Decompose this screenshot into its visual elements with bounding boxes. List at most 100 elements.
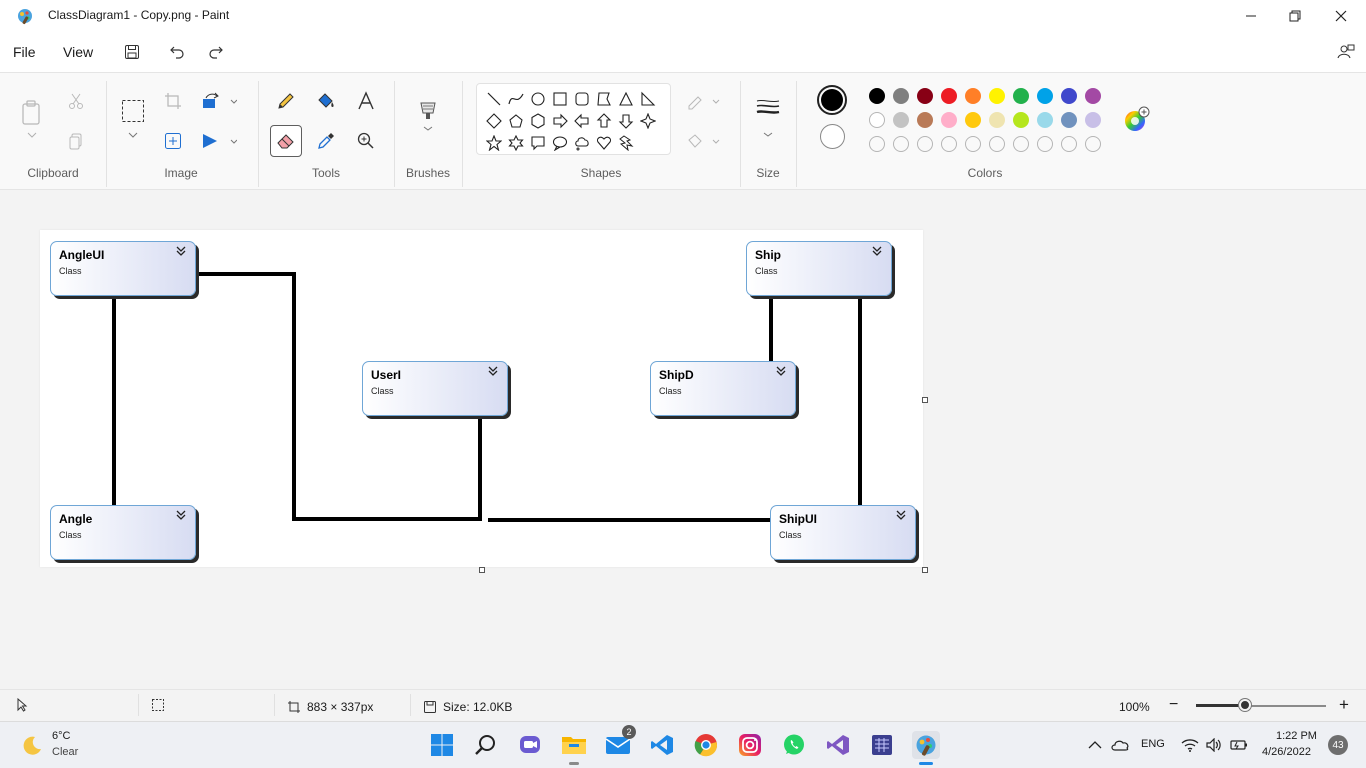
copy-button[interactable] — [60, 125, 92, 157]
eraser-button[interactable] — [270, 125, 302, 157]
line-shape[interactable] — [485, 90, 503, 108]
zoom-slider-track[interactable] — [1196, 705, 1326, 707]
vscode-button[interactable] — [648, 731, 676, 759]
double-chevron-down-icon[interactable] — [775, 365, 787, 377]
visual-studio-button[interactable] — [824, 731, 852, 759]
class-box-ship[interactable]: Ship Class — [746, 241, 892, 296]
class-box-shipd[interactable]: ShipD Class — [650, 361, 796, 416]
curve-shape[interactable] — [507, 90, 525, 108]
custom-color-slot[interactable] — [869, 136, 885, 152]
undo-button[interactable] — [165, 40, 189, 64]
palette-swatch[interactable] — [1037, 112, 1053, 128]
diamond-shape[interactable] — [485, 112, 503, 130]
clock-date[interactable]: 4/26/2022 — [1262, 746, 1311, 758]
double-chevron-down-icon[interactable] — [175, 245, 187, 257]
whatsapp-button[interactable] — [780, 731, 808, 759]
instagram-button[interactable] — [736, 731, 764, 759]
triangle-shape[interactable] — [617, 90, 635, 108]
file-explorer-button[interactable] — [560, 731, 588, 765]
zoom-in-button[interactable]: + — [1339, 695, 1349, 714]
flip-button[interactable] — [197, 125, 241, 157]
five-point-star-shape[interactable] — [485, 134, 503, 152]
zoom-slider-thumb[interactable] — [1239, 699, 1252, 711]
rectangle-shape[interactable] — [551, 90, 569, 108]
palette-swatch[interactable] — [965, 88, 981, 104]
close-button[interactable] — [1318, 0, 1364, 32]
teams-chat-button[interactable] — [516, 731, 544, 759]
paste-button[interactable] — [16, 95, 48, 131]
palette-swatch[interactable] — [893, 112, 909, 128]
show-hidden-icons-button[interactable] — [1084, 731, 1106, 759]
cut-button[interactable] — [60, 85, 92, 117]
paint-taskbar-button[interactable] — [912, 731, 940, 765]
lightning-shape[interactable] — [617, 134, 635, 152]
right-triangle-shape[interactable] — [639, 90, 657, 108]
palette-swatch[interactable] — [965, 112, 981, 128]
palette-swatch[interactable] — [893, 88, 909, 104]
size-button[interactable] — [752, 95, 784, 139]
oval-callout-shape[interactable] — [551, 134, 569, 152]
palette-swatch[interactable] — [1061, 112, 1077, 128]
left-arrow-shape[interactable] — [573, 112, 591, 130]
double-chevron-down-icon[interactable] — [871, 245, 883, 257]
onedrive-button[interactable] — [1108, 731, 1132, 759]
volume-button[interactable] — [1202, 731, 1226, 759]
restore-button[interactable] — [1272, 0, 1318, 32]
up-arrow-shape[interactable] — [595, 112, 613, 130]
palette-swatch[interactable] — [1061, 88, 1077, 104]
minimize-button[interactable] — [1228, 0, 1274, 32]
outline-button[interactable] — [684, 85, 724, 117]
menu-file[interactable]: File — [13, 44, 36, 60]
clock-time[interactable]: 1:22 PM — [1276, 730, 1317, 742]
palette-swatch[interactable] — [1037, 88, 1053, 104]
double-chevron-down-icon[interactable] — [175, 509, 187, 521]
custom-color-slot[interactable] — [1037, 136, 1053, 152]
class-box-angleui[interactable]: AngleUI Class — [50, 241, 196, 296]
mail-button[interactable]: 2 — [604, 725, 636, 759]
palette-swatch[interactable] — [989, 112, 1005, 128]
weather-widget[interactable] — [18, 731, 46, 759]
palette-swatch[interactable] — [1085, 112, 1101, 128]
custom-color-slot[interactable] — [1013, 136, 1029, 152]
palette-swatch[interactable] — [869, 88, 885, 104]
text-button[interactable] — [350, 85, 382, 117]
custom-color-slot[interactable] — [917, 136, 933, 152]
menu-view[interactable]: View — [63, 44, 94, 60]
canvas-resize-handle-right[interactable] — [922, 397, 928, 403]
resize-button[interactable] — [157, 125, 189, 157]
class-box-useri[interactable]: UserI Class — [362, 361, 508, 416]
canvas-resize-handle-bottom[interactable] — [479, 567, 485, 573]
app-button[interactable] — [868, 731, 896, 759]
palette-swatch[interactable] — [917, 112, 933, 128]
paste-dropdown[interactable] — [16, 125, 48, 145]
brushes-button[interactable] — [412, 95, 444, 135]
search-button[interactable] — [472, 731, 500, 759]
wifi-button[interactable] — [1178, 731, 1202, 759]
double-chevron-down-icon[interactable] — [895, 509, 907, 521]
notification-center-button[interactable]: 43 — [1328, 735, 1348, 755]
canvas-resize-handle-corner[interactable] — [922, 567, 928, 573]
down-arrow-shape[interactable] — [617, 112, 635, 130]
palette-swatch[interactable] — [989, 88, 1005, 104]
rectangular-callout-shape[interactable] — [529, 134, 547, 152]
rounded-rectangle-shape[interactable] — [573, 90, 591, 108]
right-arrow-shape[interactable] — [551, 112, 569, 130]
custom-color-slot[interactable] — [893, 136, 909, 152]
zoom-out-button[interactable]: − — [1169, 696, 1179, 713]
four-point-star-shape[interactable] — [639, 112, 657, 130]
start-button[interactable] — [428, 731, 456, 759]
pentagon-shape[interactable] — [507, 112, 525, 130]
account-button[interactable] — [1334, 40, 1358, 64]
cloud-callout-shape[interactable] — [573, 134, 591, 152]
redo-button[interactable] — [204, 40, 228, 64]
edit-colors-button[interactable] — [1120, 104, 1152, 136]
primary-color[interactable] — [817, 85, 847, 115]
oval-shape[interactable] — [529, 90, 547, 108]
fill-button[interactable] — [310, 85, 342, 117]
drawing-canvas[interactable]: AngleUI Class Ship Class UserI Class Shi… — [40, 230, 923, 567]
custom-color-slot[interactable] — [1085, 136, 1101, 152]
color-picker-button[interactable] — [310, 125, 342, 157]
rotate-button[interactable] — [197, 85, 241, 117]
custom-color-slot[interactable] — [965, 136, 981, 152]
crop-button[interactable] — [157, 85, 189, 117]
